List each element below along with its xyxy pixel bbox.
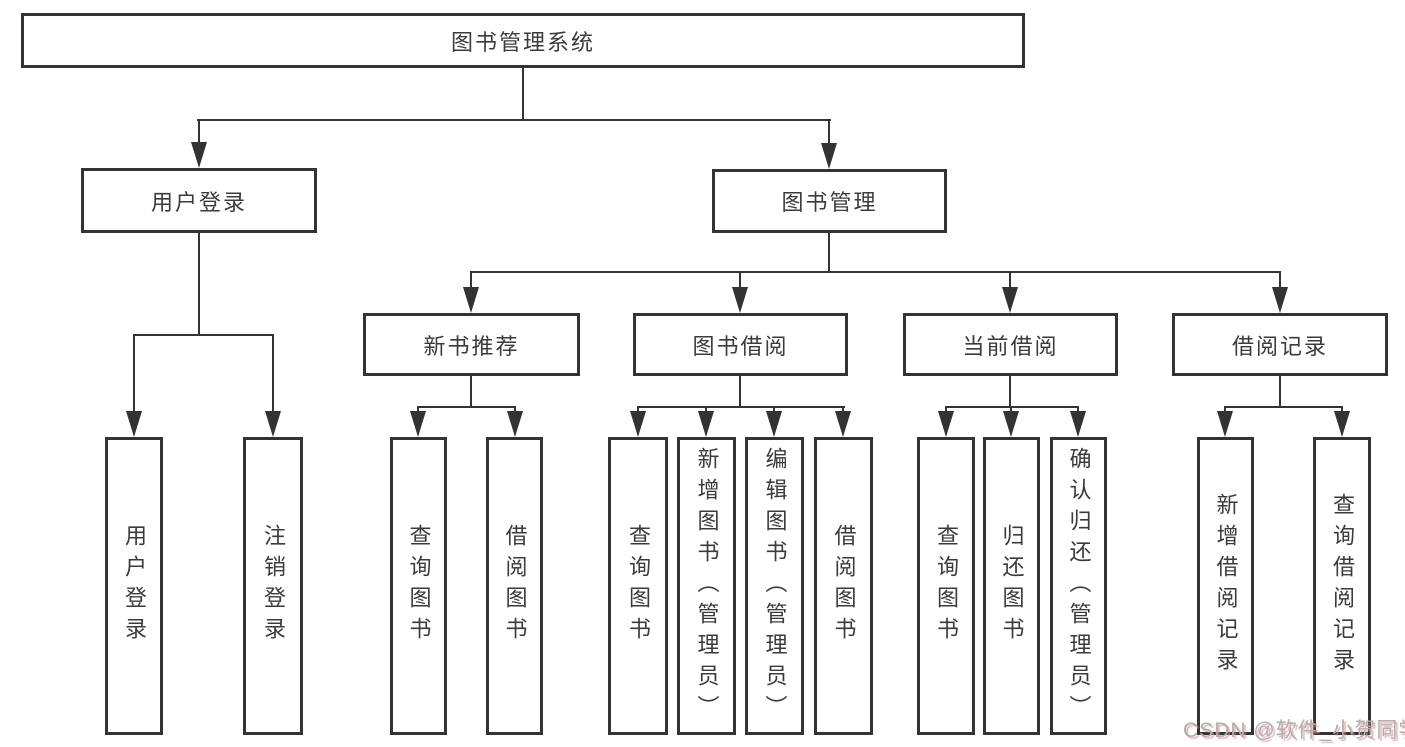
leaf-borrow-query: 查询图书 (608, 437, 668, 735)
connector-shaft (842, 406, 844, 414)
connector-borrow-vline (739, 376, 741, 407)
connector-bookmgmt-vline (828, 233, 830, 273)
leaf-borrow-borrow: 借阅图书 (814, 437, 873, 735)
connector-root-vline (522, 68, 524, 121)
connector-shaft (828, 119, 830, 146)
node-root-system: 图书管理系统 (21, 13, 1025, 68)
connector-records-vline (1279, 376, 1281, 408)
connector-shaft (773, 406, 775, 414)
arrow-down-icon (938, 411, 954, 437)
arrow-down-icon (1272, 287, 1288, 313)
leaf-newbook-query: 查询图书 (390, 437, 447, 735)
leaf-label: 新增图书（管理员） (694, 446, 720, 726)
connector-current-vline (1009, 376, 1011, 407)
leaf-newbook-borrow: 借阅图书 (486, 437, 543, 735)
node-label: 图书借阅 (692, 333, 789, 359)
arrow-down-icon (821, 143, 837, 169)
leaf-borrow-edit-admin: 编辑图书（管理员） (745, 437, 804, 735)
arrow-down-icon (1002, 287, 1018, 313)
leaf-label: 查询图书 (626, 524, 651, 648)
leaf-current-confirm-admin: 确认归还（管理员） (1050, 437, 1107, 735)
connector-shaft (1009, 271, 1011, 290)
arrow-down-icon (1334, 411, 1350, 437)
node-book-management: 图书管理 (712, 169, 947, 233)
arrow-down-icon (630, 411, 646, 437)
leaf-label: 编辑图书（管理员） (762, 446, 788, 726)
arrow-down-icon (698, 411, 714, 437)
node-label: 图书管理 (781, 190, 878, 215)
connector-shaft (945, 406, 947, 414)
arrow-down-icon (766, 411, 782, 437)
node-book-borrow: 图书借阅 (633, 313, 848, 376)
arrow-down-icon (126, 411, 142, 437)
connector-shaft (1010, 406, 1012, 414)
arrow-down-icon (463, 287, 479, 313)
node-label: 用户登录 (150, 189, 247, 215)
connector-shaft (514, 406, 516, 414)
connector-shaft (1279, 271, 1281, 290)
connector-shaft (1341, 406, 1343, 414)
leaf-label: 借阅图书 (831, 524, 857, 648)
arrow-down-icon (1217, 411, 1233, 437)
leaf-logout: 注销登录 (243, 437, 303, 735)
leaf-label: 查询借阅记录 (1330, 493, 1355, 679)
node-current-borrow: 当前借阅 (903, 313, 1118, 376)
arrow-down-icon (507, 411, 523, 437)
arrow-down-icon (835, 411, 851, 437)
connector-shaft (637, 406, 639, 414)
leaf-records-query: 查询借阅记录 (1313, 437, 1371, 735)
leaf-label: 注销登录 (261, 524, 286, 648)
connector-records-hline (1224, 406, 1343, 408)
node-label: 图书管理系统 (450, 29, 595, 55)
connector-newbook-hline (417, 406, 516, 408)
leaf-current-query: 查询图书 (917, 437, 975, 735)
node-borrow-records: 借阅记录 (1172, 313, 1388, 376)
node-label: 当前借阅 (962, 333, 1059, 359)
connector-current-hline (945, 406, 1079, 408)
connector-shaft (470, 271, 472, 290)
connector-borrow-hline (637, 406, 845, 408)
leaf-label: 确认归还（管理员） (1066, 446, 1092, 726)
connector-bookmgmt-hline (470, 271, 1281, 273)
connector-userlogin-vline (198, 233, 200, 336)
leaf-label: 查询图书 (406, 524, 432, 648)
connector-newbook-vline (470, 376, 472, 408)
leaf-label: 归还图书 (999, 524, 1025, 648)
leaf-user-login: 用户登录 (105, 437, 163, 735)
connector-shaft (417, 406, 419, 414)
connector-shaft (272, 334, 274, 414)
leaf-current-return: 归还图书 (983, 437, 1040, 735)
node-new-book-recommend: 新书推荐 (363, 313, 580, 376)
connector-userlogin-hline (133, 334, 274, 336)
leaf-borrow-add-admin: 新增图书（管理员） (677, 437, 736, 735)
node-user-login: 用户登录 (81, 168, 317, 233)
arrow-down-icon (1070, 411, 1086, 437)
leaf-label: 借阅图书 (502, 524, 528, 648)
connector-shaft (133, 334, 135, 414)
arrow-down-icon (265, 411, 281, 437)
connector-root-hline (197, 119, 831, 121)
connector-shaft (198, 119, 200, 146)
node-label: 新书推荐 (423, 333, 520, 359)
node-label: 借阅记录 (1231, 333, 1328, 359)
arrow-down-icon (732, 287, 748, 313)
leaf-label: 用户登录 (122, 524, 147, 648)
leaf-label: 查询图书 (934, 524, 959, 648)
arrow-down-icon (410, 411, 426, 437)
connector-shaft (705, 406, 707, 414)
leaf-label: 新增借阅记录 (1213, 493, 1239, 679)
arrow-down-icon (1003, 411, 1019, 437)
csdn-watermark: CSDN @软件_小贺同学 (1183, 719, 1405, 742)
leaf-records-add: 新增借阅记录 (1197, 437, 1254, 735)
connector-shaft (1077, 406, 1079, 414)
connector-shaft (739, 271, 741, 290)
arrow-down-icon (191, 142, 207, 168)
connector-shaft (1224, 406, 1226, 414)
